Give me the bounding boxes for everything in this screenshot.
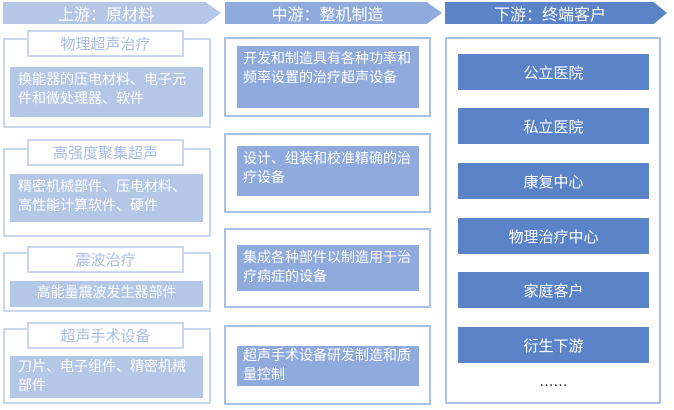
midstream-content: 开发和制造具有各种功率和频率设置的治疗超声设备 xyxy=(237,46,419,108)
upstream-group-title: 物理超声治疗 xyxy=(27,30,184,57)
downstream-header: 下游：终端客户 xyxy=(445,2,667,24)
upstream-group-content: 高能量震波发生器部件 xyxy=(10,281,203,307)
downstream-item: 物理治疗中心 xyxy=(458,218,649,254)
upstream-group-title: 震波治疗 xyxy=(27,246,184,273)
downstream-item: 公立医院 xyxy=(458,54,649,90)
downstream-item: 家庭客户 xyxy=(458,272,649,308)
upstream-group-title: 超声手术设备 xyxy=(27,322,184,349)
downstream-box xyxy=(445,37,661,404)
midstream-box xyxy=(224,325,431,405)
upstream-group-title: 高强度聚集超声 xyxy=(27,139,184,166)
downstream-item: 私立医院 xyxy=(458,108,649,144)
upstream-group-content: 精密机械部件、压电材料、高性能计算软件、硬件 xyxy=(10,174,203,222)
midstream-content: 超声手术设备研发制造和质量控制 xyxy=(237,346,419,386)
downstream-item: 衍生下游 xyxy=(458,327,649,363)
upstream-group-content: 换能器的压电材料、电子元件和微处理器、软件 xyxy=(10,67,203,117)
midstream-box xyxy=(224,133,431,213)
midstream-content: 设计、组装和校准精确的治疗设备 xyxy=(237,146,419,196)
midstream-box xyxy=(224,37,431,117)
midstream-content: 集成各种部件以制造用于治疗病症的设备 xyxy=(237,245,419,291)
midstream-header: 中游：整机制造 xyxy=(225,2,442,24)
upstream-group-content: 刀片、电子组件、精密机械部件 xyxy=(10,356,203,398)
midstream-box xyxy=(224,228,431,308)
downstream-more: …… xyxy=(539,374,568,390)
downstream-item: 康复中心 xyxy=(458,163,649,199)
upstream-header: 上游：原材料 xyxy=(3,2,221,24)
